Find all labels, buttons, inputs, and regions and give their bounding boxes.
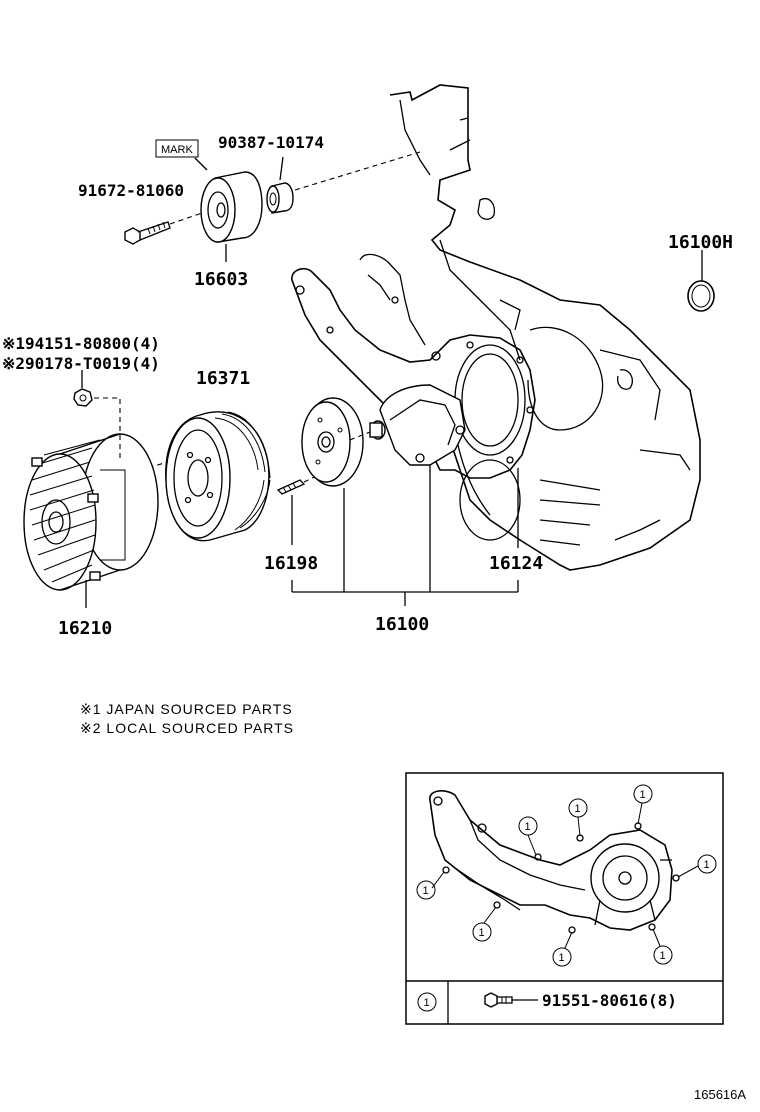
callout-number: 1 bbox=[704, 859, 710, 871]
label-16371: 16371 bbox=[196, 368, 250, 389]
nut-94151 bbox=[73, 370, 121, 460]
label-16603: 16603 bbox=[194, 269, 248, 290]
note-local-sourced: ※2 LOCAL SOURCED PARTS bbox=[80, 720, 294, 736]
callout-number: 1 bbox=[559, 952, 565, 964]
water-pump-drawing bbox=[291, 253, 536, 541]
label-16210: 16210 bbox=[58, 618, 112, 639]
figure-id: 165616A bbox=[694, 1087, 746, 1102]
label-16100h: 16100H bbox=[668, 232, 733, 253]
spacer-90387 bbox=[266, 151, 421, 214]
stud-16198 bbox=[276, 471, 326, 545]
callout-number: 1 bbox=[479, 927, 485, 939]
pulley-16371 bbox=[139, 411, 271, 542]
pump-flange bbox=[301, 397, 371, 592]
idler-pulley-16603 bbox=[194, 157, 263, 262]
callout-number: 1 bbox=[525, 821, 531, 833]
label-90387-10174: 90387-10174 bbox=[218, 133, 324, 152]
note-japan-sourced: ※1 JAPAN SOURCED PARTS bbox=[80, 701, 293, 717]
fan-clutch-16210 bbox=[23, 433, 159, 608]
label-16198: 16198 bbox=[264, 553, 318, 574]
callout-number: 1 bbox=[640, 789, 646, 801]
bolt-91672 bbox=[124, 211, 206, 245]
mark-tag: MARK bbox=[155, 139, 199, 158]
oring-16100h bbox=[687, 250, 715, 312]
callout-circles: 1 1 1 1 1 1 1 1 bbox=[416, 784, 717, 967]
callout-number: 1 bbox=[575, 803, 581, 815]
label-16124: 16124 bbox=[489, 553, 543, 574]
legend-part-number: 91551-80616(8) bbox=[542, 991, 677, 1010]
inset-detail: 1 1 1 1 1 1 1 1 1 bbox=[405, 772, 724, 1025]
engine-block-drawing bbox=[389, 84, 701, 571]
callout-number: 1 bbox=[660, 950, 666, 962]
callout-number: 1 bbox=[423, 885, 429, 897]
label-16100: 16100 bbox=[375, 614, 429, 635]
label-90178-t0019: ※290178-T0019(4) bbox=[2, 354, 160, 373]
legend-callout-number: 1 bbox=[424, 997, 430, 1009]
label-91672-81060: 91672-81060 bbox=[78, 181, 184, 200]
label-94151-80800: ※194151-80800(4) bbox=[2, 334, 160, 353]
mark-label: MARK bbox=[161, 144, 193, 156]
bracket-16100 bbox=[291, 465, 519, 606]
bolt-91551-icon bbox=[484, 992, 538, 1008]
